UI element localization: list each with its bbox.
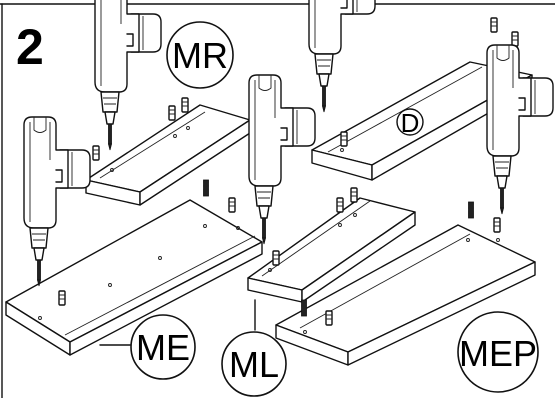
label-mep: MEP xyxy=(459,333,537,374)
label-mr-circle: MR xyxy=(166,21,234,89)
label-me-circle: ME xyxy=(99,314,196,380)
label-mep-circle: MEP xyxy=(457,311,539,393)
panel-mep xyxy=(275,224,536,366)
step-number: 2 xyxy=(16,19,44,75)
panel-me xyxy=(5,199,263,356)
label-mr: MR xyxy=(172,35,228,76)
label-d-circle: D xyxy=(396,108,424,138)
label-me: ME xyxy=(136,327,190,368)
label-ml: ML xyxy=(229,344,279,385)
label-d: D xyxy=(401,108,420,138)
panel-ml xyxy=(247,197,416,303)
label-ml-circle: ML xyxy=(221,299,287,397)
